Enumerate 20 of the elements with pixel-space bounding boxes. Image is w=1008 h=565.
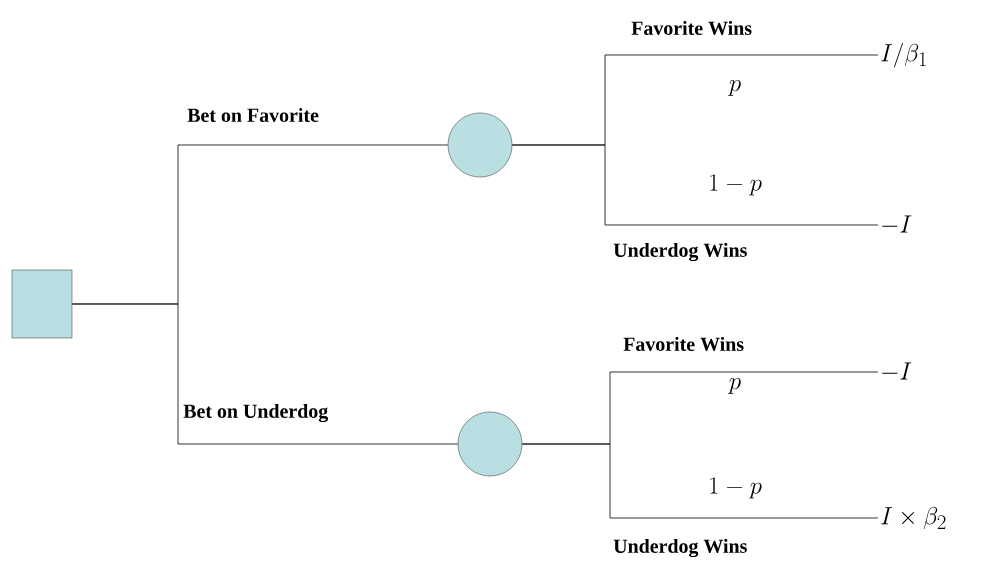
probability-label: $p$ (728, 378, 741, 394)
branch-line (511, 144, 879, 226)
probability-label: $1- p$ (710, 174, 762, 196)
branch-label: Favorite Wins (623, 336, 744, 352)
branch-label: Bet on Favorite (187, 108, 319, 122)
probability-label: $p$ (728, 80, 741, 96)
branch-line (521, 443, 879, 519)
branch-label: Bet on Underdog (183, 403, 329, 423)
branch-label: Underdog Wins (613, 538, 747, 558)
probability-label: $1- p$ (710, 477, 762, 499)
branch-label: Underdog Wins (613, 242, 747, 262)
payoff-label: $-I$ (882, 362, 912, 380)
branch-label: Favorite Wins (631, 20, 752, 36)
branch-line (71, 303, 459, 445)
payoff-label: $I / \beta_1$ (881, 42, 926, 68)
chance-circle (457, 411, 523, 477)
payoff-label: $I \times \beta_2$ (881, 506, 946, 529)
decision-square (11, 269, 73, 339)
chance-circle (447, 112, 513, 178)
payoff-label: $-I$ (882, 215, 912, 233)
